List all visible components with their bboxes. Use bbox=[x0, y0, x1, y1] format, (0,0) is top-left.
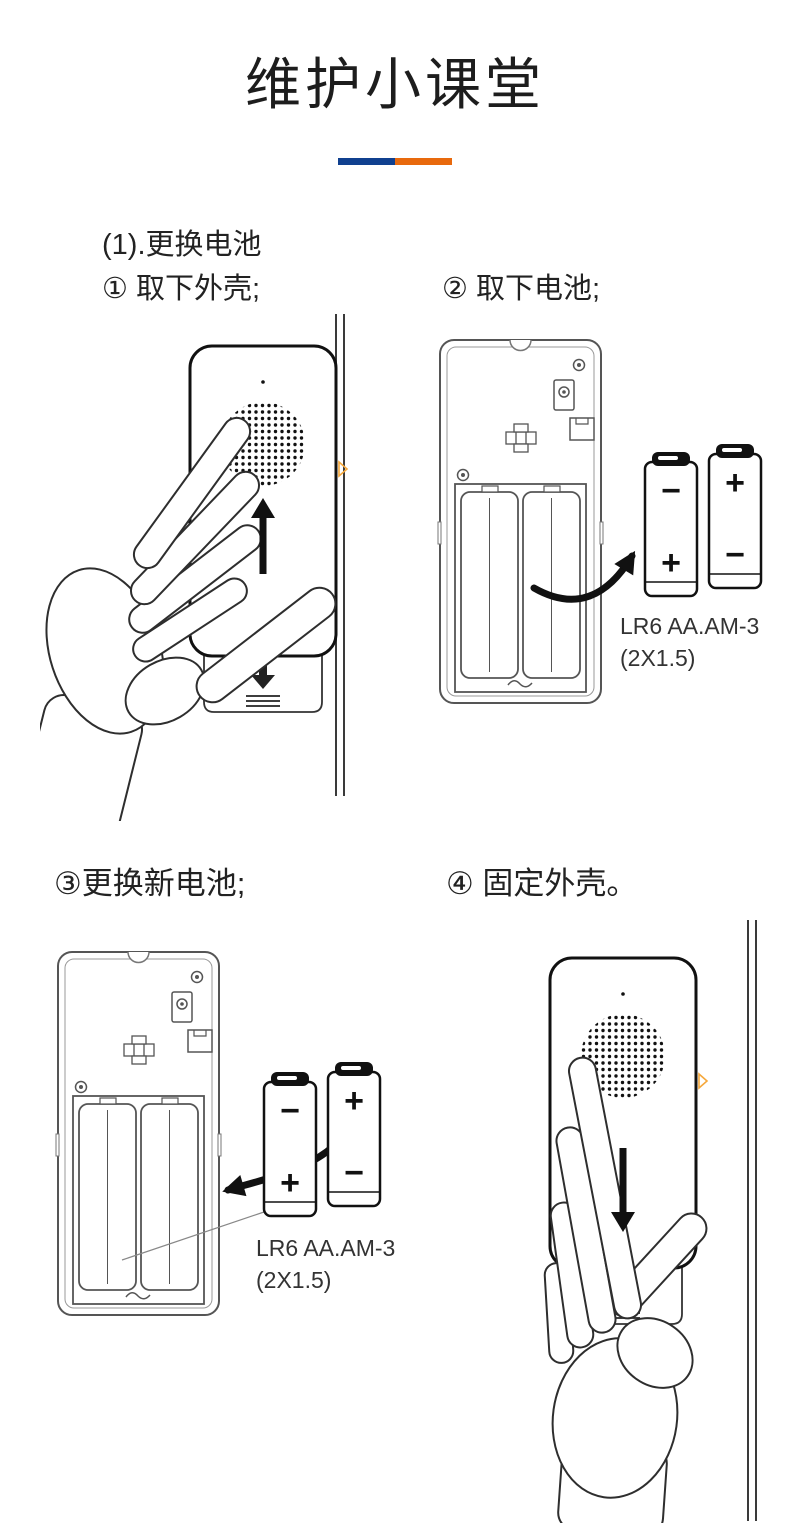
illustration-step1-remove-cover bbox=[40, 314, 349, 821]
thumb bbox=[195, 586, 337, 704]
battery-voltage: (2X1.5) bbox=[620, 645, 696, 671]
divider-blue-segment bbox=[338, 158, 395, 165]
battery-cell bbox=[707, 442, 763, 590]
doorbell-open-back bbox=[55, 951, 222, 1316]
battery-model: LR6 AA.AM-3 bbox=[620, 613, 760, 639]
illustration-step3-insert-battery bbox=[55, 951, 382, 1316]
section-heading: (1).更换电池 bbox=[102, 229, 262, 261]
hand bbox=[40, 416, 337, 821]
battery-spec-label: LR6 AA.AM-3 (2X1.5) bbox=[256, 1232, 395, 1296]
title-divider bbox=[338, 158, 452, 165]
step-2-label: ② 取下电池; bbox=[442, 273, 601, 305]
insert-guide-line bbox=[121, 1211, 265, 1261]
step-4-label: ④ 固定外壳。 bbox=[446, 866, 638, 901]
battery-cell bbox=[326, 1060, 382, 1208]
doorbell-open-back bbox=[437, 339, 604, 704]
battery-spec-label: LR6 AA.AM-3 (2X1.5) bbox=[620, 610, 759, 674]
battery-cell bbox=[262, 1070, 318, 1218]
door-frame-lines bbox=[747, 920, 757, 1521]
battery-voltage: (2X1.5) bbox=[256, 1267, 332, 1293]
page-title: 维护小课堂 bbox=[245, 53, 545, 116]
step-1-label: ① 取下外壳; bbox=[102, 273, 261, 305]
step-3-label: ③更换新电池; bbox=[54, 866, 246, 901]
illustration-step4-attach-cover bbox=[543, 920, 757, 1523]
slide-up-arrow bbox=[251, 498, 275, 574]
slide-down-arrow bbox=[611, 1148, 635, 1232]
battery-cell bbox=[643, 450, 699, 598]
illustration-step2-remove-battery bbox=[437, 339, 763, 704]
divider-orange-segment bbox=[395, 158, 452, 165]
battery-model: LR6 AA.AM-3 bbox=[256, 1235, 396, 1261]
remove-direction-arrow bbox=[530, 550, 636, 603]
hand bbox=[543, 1056, 708, 1523]
